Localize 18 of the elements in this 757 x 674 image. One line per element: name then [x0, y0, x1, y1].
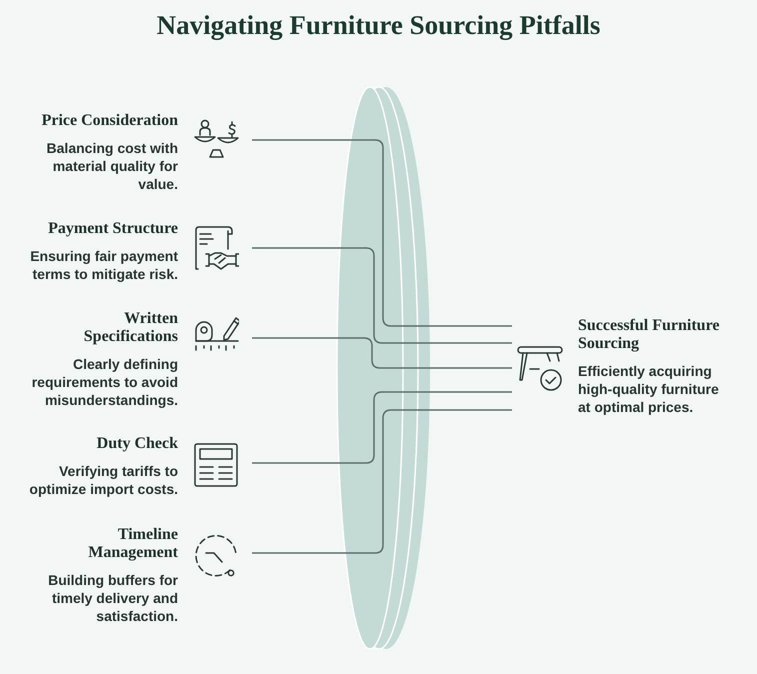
diagram-title: Navigating Furniture Sourcing Pitfalls [156, 9, 600, 42]
step-heading: Duty Check [96, 435, 178, 453]
connector-line [252, 409, 512, 554]
connector-line [252, 337, 512, 369]
step-description: Balancing cost with material quality for value. [46, 139, 178, 193]
connector-line [252, 139, 512, 327]
connector-line [252, 247, 512, 344]
step-heading: Payment Structure [48, 220, 178, 238]
step-heading: Price Consideration [42, 112, 178, 130]
outcome-heading: Successful Furniture Sourcing [578, 317, 720, 353]
step-description: Ensuring fair payment terms to mitigate risk. [29, 247, 178, 283]
outcome-description: Efficiently acquiring high-quality furniture at optimal prices. [578, 362, 720, 416]
step-heading: Written Specifications [82, 310, 178, 346]
connector-line [252, 391, 512, 464]
step-description: Verifying tariffs to optimize import costs. [28, 462, 178, 498]
step-description: Clearly defining requirements to avoid misunderstandings. [30, 355, 178, 409]
step-heading: Timeline Management [87, 526, 178, 562]
step-description: Building buffers for timely delivery and satisfaction. [47, 571, 178, 625]
